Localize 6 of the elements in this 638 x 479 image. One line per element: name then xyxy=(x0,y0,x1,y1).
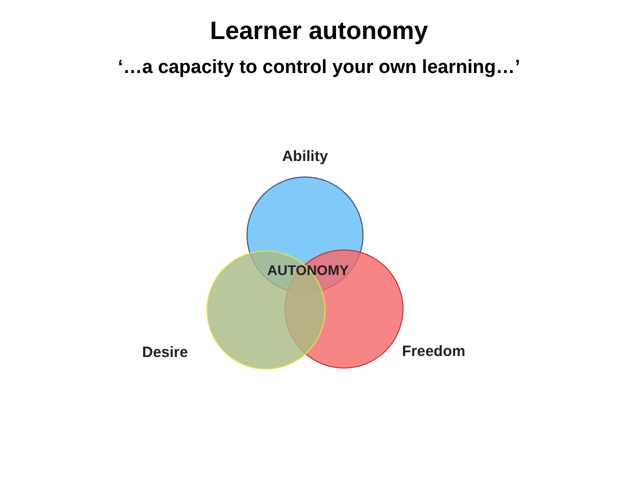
circle-label: Desire xyxy=(142,344,188,361)
overlap-label: AUTONOMY xyxy=(267,262,349,278)
subtitle: ‘…a capacity to control your own learning…’ xyxy=(118,57,520,79)
title: Learner autonomy xyxy=(210,17,428,46)
circle-label: Ability xyxy=(282,148,328,165)
circle-label: Freedom xyxy=(402,343,466,360)
